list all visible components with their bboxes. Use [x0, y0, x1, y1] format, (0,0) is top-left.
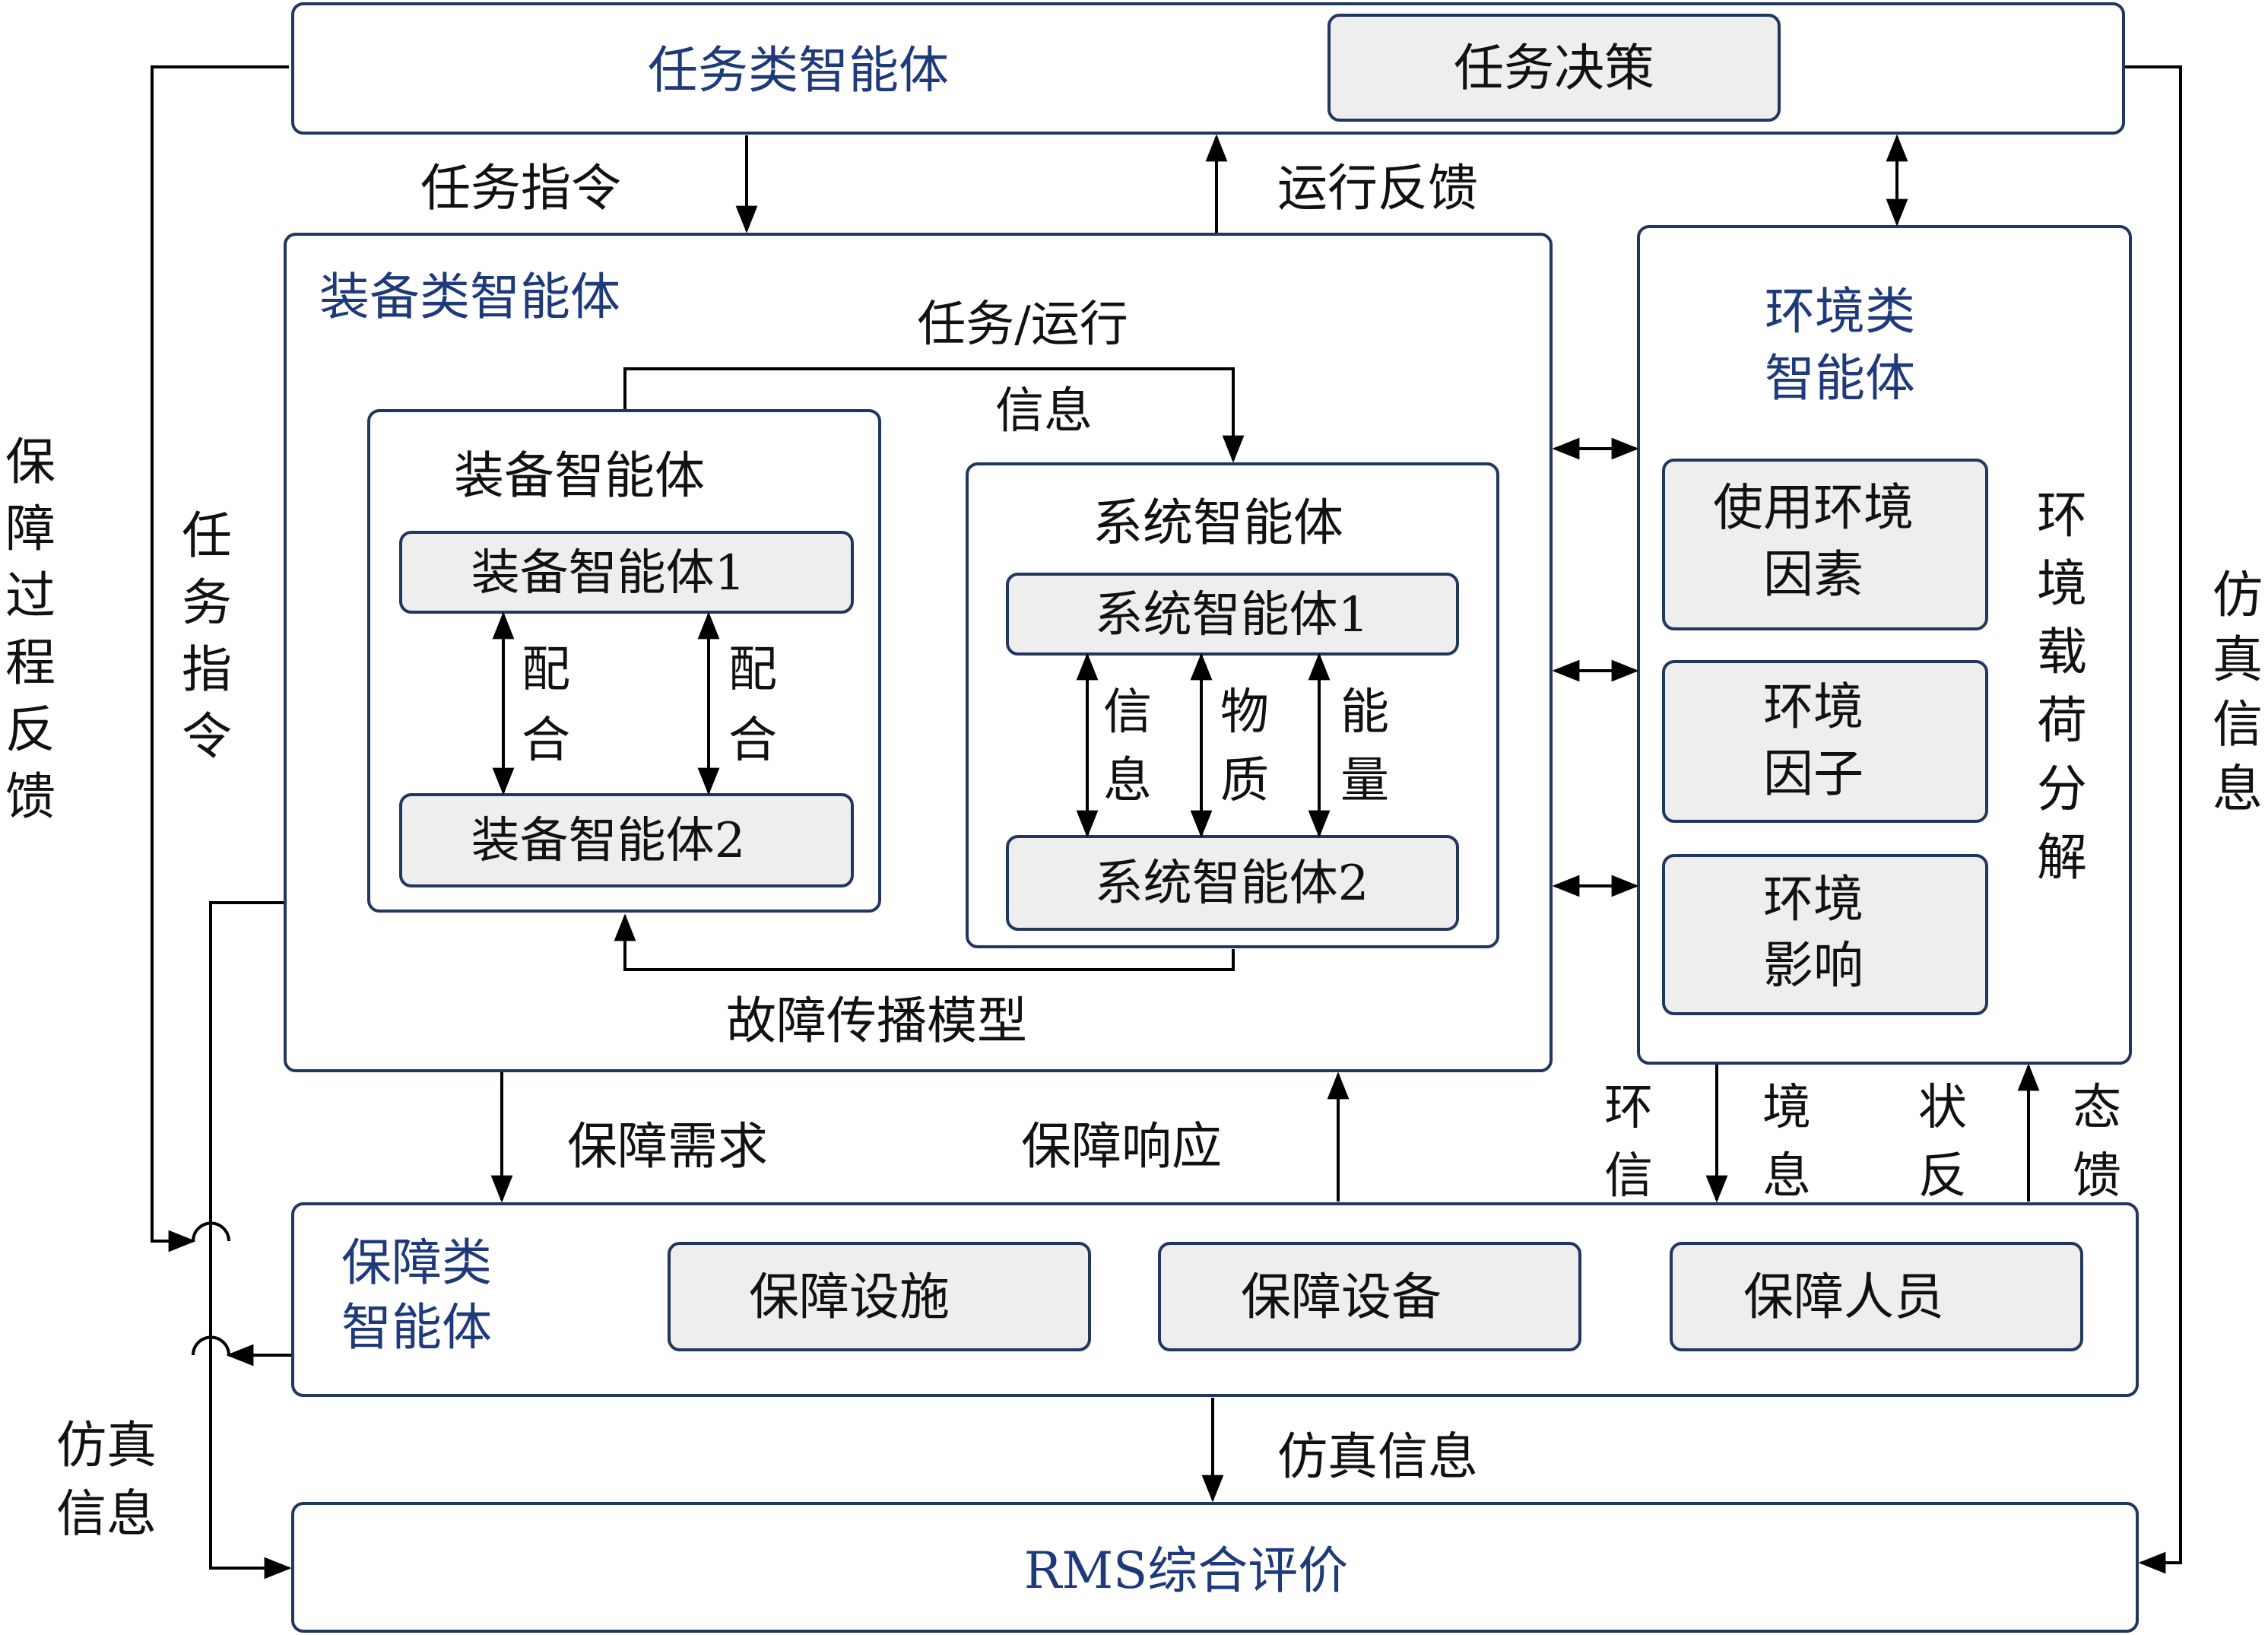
- load-decomposition-label: 环 境 载 荷 分 解: [2037, 486, 2087, 887]
- env-info-char-4: 息: [1762, 1148, 1811, 1205]
- system-agent-2-label: 系统智能体2: [1095, 856, 1369, 912]
- env-effects-line-1: 环境: [1763, 870, 1864, 929]
- load-decomp-char-2: 境: [2037, 554, 2087, 613]
- load-decomp-char-5: 分: [2037, 760, 2087, 818]
- support-demand-label: 保障需求: [567, 1117, 768, 1176]
- coop-left-1: 配: [522, 642, 570, 698]
- env-info-char-1: 环: [1604, 1080, 1653, 1136]
- task-command-vertical-label: 任 务 指 令: [182, 506, 232, 766]
- load-decomp-char-1: 环: [2037, 486, 2087, 544]
- task-cmd-v-char-2: 务: [182, 573, 232, 632]
- task-cmd-v-char-1: 任: [182, 506, 232, 565]
- equip-group-title: 装备智能体: [454, 446, 705, 505]
- task-cmd-v-char-3: 指: [182, 640, 232, 699]
- sim-info-left-label-2: 信息: [56, 1484, 157, 1543]
- system-agent-group: 系统智能体 系统智能体1 系统智能体2 信 息 物 质 能 量: [966, 462, 1499, 948]
- equip-agent-group: 装备智能体 装备智能体1 装备智能体2 配 合 配 合: [367, 409, 881, 913]
- equip-agent-2: 装备智能体2: [399, 793, 854, 887]
- env-factors-line-2: 因子: [1763, 744, 1864, 803]
- equip-agent-1-label: 装备智能体1: [471, 545, 746, 602]
- rms-evaluation-box: RMS综合评价: [291, 1502, 2139, 1633]
- task-run-info-arrow: [623, 367, 1245, 463]
- system-agent-2: 系统智能体2: [1006, 835, 1459, 931]
- sim-info-bottom-label: 仿真信息: [1277, 1427, 1478, 1486]
- state-fb-char-4: 馈: [2073, 1148, 2121, 1205]
- energy-label-1: 能: [1340, 684, 1389, 741]
- task-agent-box: 任务类智能体 任务决策: [291, 2, 2125, 135]
- task-command-vertical-arrow: [151, 65, 289, 1252]
- support-facility-label: 保障设施: [749, 1268, 950, 1326]
- support-device-box: 保障设备: [1158, 1242, 1581, 1351]
- system-group-title: 系统智能体: [1093, 494, 1343, 552]
- matter-label-2: 质: [1220, 753, 1269, 809]
- coop-left-2: 合: [522, 713, 570, 769]
- env-effects-line-2: 影响: [1763, 936, 1864, 995]
- sim-info-left-arrow: [209, 901, 292, 1579]
- env-info-char-3: 信: [1604, 1148, 1653, 1205]
- equipment-agent-title: 装备类智能体: [319, 268, 620, 326]
- process-fb-char-6: 馈: [5, 767, 56, 826]
- state-fb-char-1: 状: [1918, 1080, 1967, 1136]
- process-fb-char-4: 程: [5, 633, 56, 692]
- support-device-label: 保障设备: [1241, 1268, 1442, 1326]
- environment-factors-box: 环境 因子: [1662, 660, 1988, 823]
- process-fb-char-1: 保: [5, 433, 56, 491]
- task-cmd-v-char-4: 令: [182, 707, 232, 766]
- sim-info-right-arrow: [2125, 65, 2182, 1574]
- process-fb-char-3: 过: [5, 567, 56, 625]
- system-agent-1: 系统智能体1: [1006, 573, 1459, 656]
- fault-model-label: 故障传播模型: [726, 992, 1027, 1050]
- task-command-label: 任务指令: [420, 159, 621, 217]
- equipment-agent-box: 装备类智能体 装备智能体 装备智能体1 装备智能体2 配 合 配 合 系统智能体: [284, 233, 1553, 1072]
- sim-info-left-label-1: 仿真: [56, 1416, 157, 1475]
- support-response-label: 保障响应: [1021, 1117, 1222, 1176]
- support-personnel-box: 保障人员: [1670, 1242, 2083, 1351]
- task-run-info-label-1: 任务/运行: [917, 297, 1128, 353]
- environment-effects-box: 环境 影响: [1662, 854, 1988, 1015]
- process-fb-char-2: 障: [5, 500, 56, 558]
- use-factors-line-1: 使用环境: [1713, 478, 1914, 537]
- sim-info-right-label: 仿 真 信 息: [2212, 566, 2263, 818]
- info-label-1: 信: [1103, 684, 1152, 741]
- load-decomp-char-6: 解: [2037, 828, 2087, 887]
- energy-label-2: 量: [1340, 753, 1389, 809]
- support-facility-box: 保障设施: [668, 1242, 1091, 1351]
- process-feedback-label: 保 障 过 程 反 馈: [5, 433, 56, 826]
- process-fb-char-5: 反: [5, 700, 56, 759]
- use-factors-line-2: 因素: [1763, 545, 1864, 604]
- sim-info-right-char-1: 仿: [2212, 566, 2263, 624]
- task-decision-label: 任务决策: [1454, 39, 1654, 97]
- sim-info-right-char-4: 息: [2212, 760, 2263, 818]
- support-personnel-label: 保障人员: [1743, 1268, 1944, 1326]
- equip-agent-2-label: 装备智能体2: [471, 813, 746, 869]
- environment-agent-box: 环境类 智能体 使用环境 因素 环境 因子 环境 影响 环 境 载 荷 分 解: [1637, 225, 2132, 1065]
- environment-title-2: 智能体: [1765, 349, 1915, 408]
- sim-info-right-char-3: 信: [2212, 695, 2263, 754]
- support-title-1: 保障类: [341, 1233, 492, 1292]
- rms-evaluation-title: RMS综合评价: [1024, 1541, 1349, 1600]
- env-factors-line-1: 环境: [1763, 678, 1864, 736]
- load-decomp-char-4: 荷: [2037, 691, 2087, 750]
- system-agent-1-label: 系统智能体1: [1095, 587, 1369, 643]
- task-agent-title: 任务类智能体: [648, 41, 949, 100]
- use-environment-factors-box: 使用环境 因素: [1662, 459, 1988, 630]
- task-run-info-label-2: 信息: [995, 383, 1093, 440]
- matter-label-1: 物: [1220, 684, 1269, 741]
- support-agent-box: 保障类 智能体 保障设施 保障设备 保障人员: [291, 1202, 2139, 1397]
- task-decision-box: 任务决策: [1327, 14, 1781, 122]
- state-fb-char-2: 态: [2073, 1080, 2121, 1136]
- fault-propagation-arrow: [614, 913, 1235, 971]
- environment-title-1: 环境类: [1765, 282, 1915, 341]
- env-info-char-2: 境: [1762, 1080, 1811, 1136]
- coop-right-2: 合: [728, 713, 777, 769]
- load-decomp-char-3: 载: [2037, 623, 2087, 681]
- equip-agent-1: 装备智能体1: [399, 531, 854, 614]
- coop-right-1: 配: [728, 642, 777, 698]
- state-fb-char-3: 反: [1918, 1148, 1967, 1205]
- support-title-2: 智能体: [341, 1298, 492, 1357]
- sim-info-right-char-2: 真: [2212, 630, 2263, 689]
- run-feedback-label: 运行反馈: [1277, 159, 1478, 217]
- info-label-2: 息: [1103, 753, 1152, 809]
